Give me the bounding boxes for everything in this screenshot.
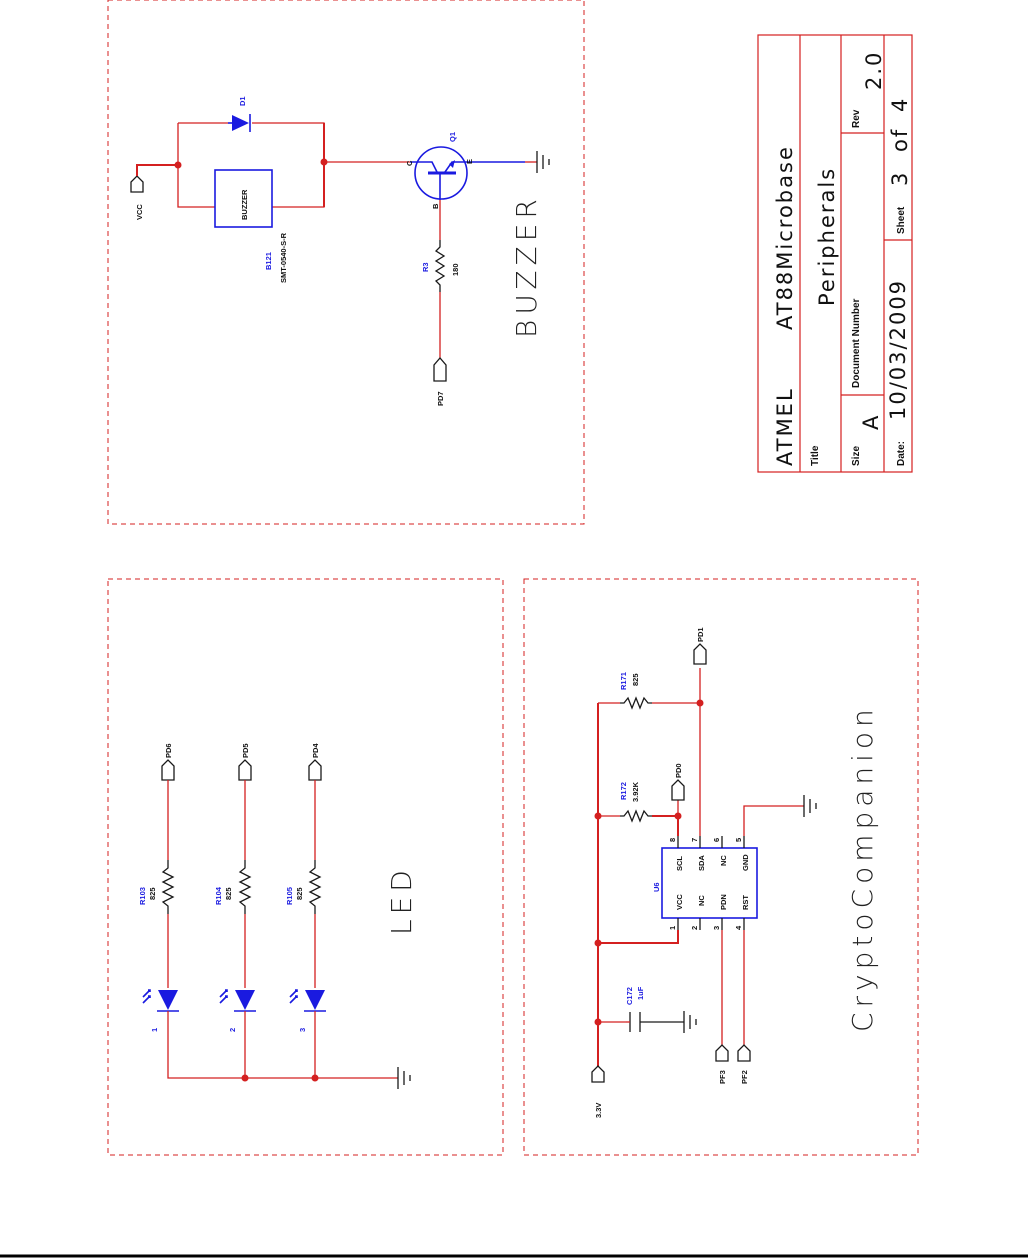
u6-pin8-num: 8 <box>668 838 677 842</box>
u6-pin2-num: 2 <box>690 926 699 930</box>
u6-pin3-name: PDN <box>719 894 728 910</box>
r105-value: 825 <box>295 887 304 900</box>
u6-pin6-name: NC <box>719 855 728 866</box>
pf2-label: PF2 <box>740 1070 749 1084</box>
r104-value: 825 <box>224 887 233 900</box>
buzzer-section-border <box>107 0 585 525</box>
date-label: Date: <box>896 441 907 466</box>
sheet-of-label: of <box>888 128 912 152</box>
pd7-label: PD7 <box>436 391 445 406</box>
pd1-port <box>693 643 707 665</box>
pin-c-label: C <box>405 160 414 166</box>
vcc-label: VCC <box>135 204 144 220</box>
r171-label: R171 <box>619 672 628 690</box>
pd6-label: PD6 <box>164 743 173 758</box>
u6-pin4-name: RST <box>741 895 750 910</box>
b121-label: B121 <box>264 252 273 270</box>
transistor-q1 <box>414 146 468 200</box>
sheet-label: Sheet <box>896 206 907 234</box>
u6-pin6-num: 6 <box>712 838 721 842</box>
rev-label: Rev <box>851 109 862 128</box>
buzzer-text: BUZZER <box>240 189 249 220</box>
vcc-port <box>130 175 144 193</box>
led2-num: 2 <box>228 1028 237 1032</box>
u6-pin2-name: NC <box>697 895 706 906</box>
buzzer-section-title: BUZZER <box>510 194 543 338</box>
date-value: 10/03/2009 <box>886 279 910 420</box>
pd5-port <box>238 759 252 781</box>
u6-pin4-num: 4 <box>734 925 743 930</box>
size-value: A <box>859 414 883 430</box>
sheet-total: 4 <box>888 97 912 112</box>
v33-label: 3.3V <box>594 1103 603 1118</box>
title-value: Peripherals <box>815 167 839 306</box>
r103-value: 825 <box>148 887 157 900</box>
crypto-section-title: CryptoCompanion <box>846 704 879 1032</box>
led1-num: 1 <box>150 1028 159 1032</box>
r171-value: 825 <box>631 673 640 686</box>
c172-value: 1uF <box>636 986 645 1000</box>
u6-pin7-name: SDA <box>697 855 706 871</box>
rev-value: 2.0 <box>862 51 886 90</box>
title-block <box>757 34 913 473</box>
crypto-circuit <box>591 643 817 1083</box>
led1 <box>158 990 178 1010</box>
u6-chip <box>661 847 758 919</box>
buzzer-component <box>214 169 273 228</box>
u6-pin7-num: 7 <box>690 838 699 842</box>
pd6-port <box>161 759 175 781</box>
u6-pin3-num: 3 <box>712 926 721 930</box>
pin-e-label: E <box>465 159 474 164</box>
led-section-title: LED <box>385 865 418 935</box>
u6-pin8-name: SCL <box>675 856 684 871</box>
r105-label: R105 <box>285 887 294 905</box>
v33-port <box>591 1065 605 1083</box>
r104-label: R104 <box>214 886 223 905</box>
r172-value: 3.92K <box>631 781 640 802</box>
r103-label: R103 <box>138 887 147 905</box>
sheet-value: 3 <box>888 171 912 186</box>
u6-label: U6 <box>652 882 661 892</box>
pf3-label: PF3 <box>718 1070 727 1084</box>
pd0-label: PD0 <box>674 763 683 778</box>
pd4-port <box>308 759 322 781</box>
title-label: Title <box>810 445 821 466</box>
r172-label: R172 <box>619 782 628 800</box>
crypto-section-border <box>523 578 919 1156</box>
d1-label: D1 <box>238 96 247 106</box>
r3-label: R3 <box>421 262 430 272</box>
pf3-port <box>715 1044 729 1062</box>
buzzer-circuit <box>130 114 550 382</box>
led3 <box>305 990 325 1010</box>
pd0-port <box>671 779 685 801</box>
u6-pin1-name: VCC <box>675 894 684 910</box>
pd1-label: PD1 <box>696 627 705 642</box>
pin-b-label: B <box>431 203 440 209</box>
buzzer-part-label: SMT-0540-S-R <box>279 232 288 283</box>
pf2-port <box>737 1044 751 1062</box>
c172-label: C172 <box>625 987 634 1005</box>
r3-value: 180 <box>451 263 460 276</box>
led-section-border <box>107 578 504 1156</box>
u6-pin1-num: 1 <box>668 926 677 930</box>
led-circuit <box>142 759 411 1089</box>
u6-pin5-name: GND <box>741 854 750 871</box>
project-name: AT88Microbase <box>773 145 797 330</box>
company-name: ATMEL <box>773 387 797 466</box>
pd5-label: PD5 <box>241 743 250 758</box>
pd7-port <box>433 357 447 382</box>
pd4-label: PD4 <box>311 743 320 758</box>
q1-label: Q1 <box>448 132 457 142</box>
diode-d1 <box>232 115 249 131</box>
led2 <box>235 990 255 1010</box>
u6-pin5-num: 5 <box>734 838 743 842</box>
docnum-label: Document Number <box>851 298 862 388</box>
led3-num: 3 <box>298 1028 307 1032</box>
size-label: Size <box>851 446 862 466</box>
